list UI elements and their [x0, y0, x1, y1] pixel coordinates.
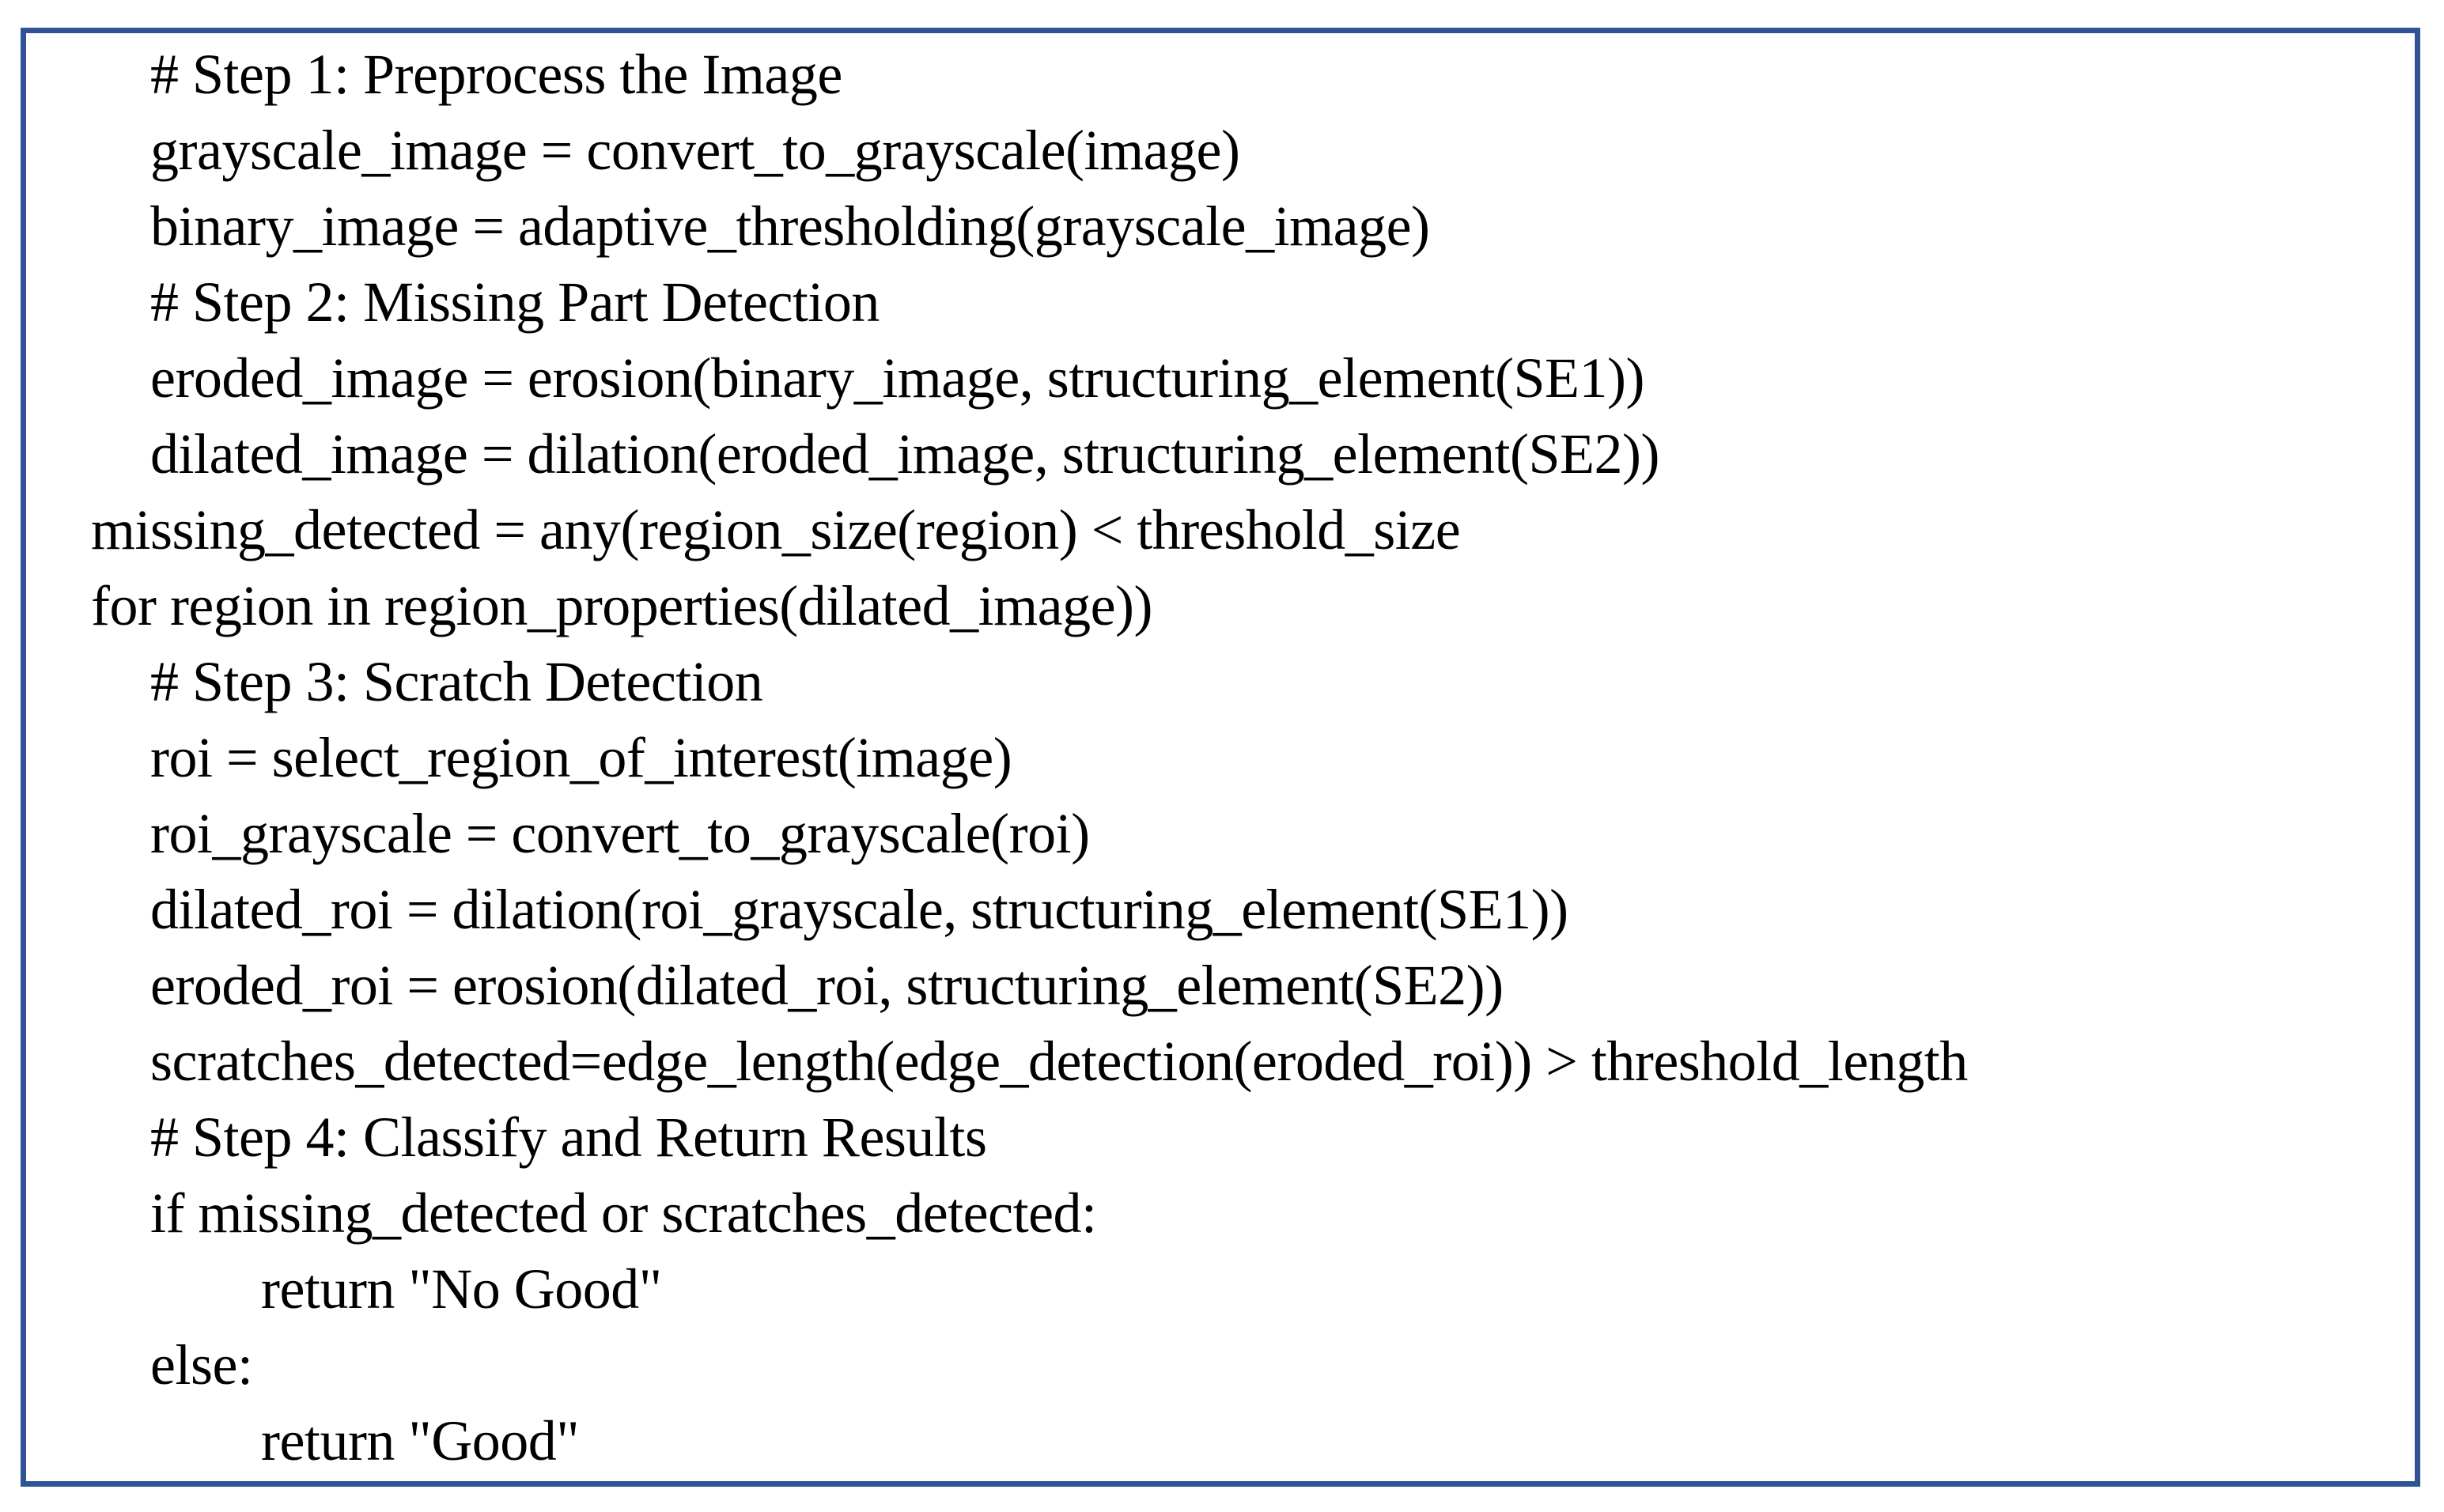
code-line: eroded_roi = erosion(dilated_roi, struct…: [150, 954, 1504, 1017]
code-line: roi = select_region_of_interest(image): [150, 726, 1012, 789]
code-line: missing_detected = any(region_size(regio…: [91, 498, 1461, 561]
code-line: dilated_roi = dilation(roi_grayscale, st…: [150, 878, 1568, 941]
code-line: # Step 2: Missing Part Detection: [150, 270, 880, 334]
pseudocode-box: # Step 1: Preprocess the Image grayscale_…: [21, 28, 2420, 1487]
code-line: grayscale_image = convert_to_grayscale(i…: [150, 119, 1240, 182]
code-line: for region in region_properties(dilated_…: [91, 574, 1153, 637]
code-line: dilated_image = dilation(eroded_image, s…: [150, 422, 1660, 486]
code-line: return "No Good": [261, 1257, 662, 1321]
code-line: scratches_detected=edge_length(edge_dete…: [150, 1030, 1968, 1093]
code-line: else:: [150, 1333, 253, 1397]
code-line: binary_image = adaptive_thresholding(gra…: [150, 195, 1430, 258]
code-listing: # Step 1: Preprocess the Image grayscale_…: [26, 33, 2415, 1479]
code-line: # Step 1: Preprocess the Image: [150, 43, 842, 106]
code-line: return "Good": [261, 1409, 580, 1472]
code-line: eroded_image = erosion(binary_image, str…: [150, 346, 1645, 410]
code-line: # Step 4: Classify and Return Results: [150, 1106, 987, 1169]
code-line: if missing_detected or scratches_detecte…: [150, 1181, 1097, 1245]
code-line: # Step 3: Scratch Detection: [150, 650, 763, 713]
code-line: roi_grayscale = convert_to_grayscale(roi…: [150, 802, 1090, 865]
